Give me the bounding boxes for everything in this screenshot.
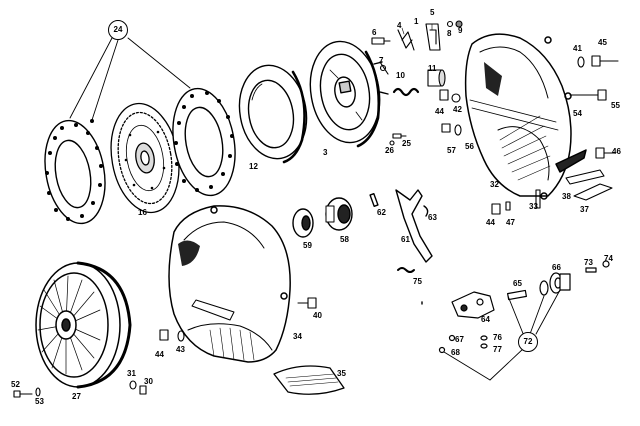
friction-ring-left bbox=[44, 119, 106, 225]
part-label-64: 64 bbox=[481, 315, 490, 324]
part-label-66: 66 bbox=[552, 263, 561, 272]
part-label-54: 54 bbox=[573, 109, 582, 118]
release-bearings bbox=[292, 197, 353, 238]
callout-72: 72 bbox=[518, 332, 538, 352]
small-parts-top bbox=[371, 20, 463, 146]
part-label-42: 42 bbox=[453, 105, 462, 114]
callout-72-text: 72 bbox=[523, 337, 533, 346]
flywheel bbox=[35, 261, 132, 389]
part-label-75: 75 bbox=[413, 277, 422, 286]
part-label-67: 67 bbox=[455, 335, 464, 344]
part-label-6: 6 bbox=[372, 28, 377, 37]
part-label-58: 58 bbox=[340, 235, 349, 244]
friction-ring-right bbox=[172, 87, 236, 197]
part-label-35: 35 bbox=[337, 369, 346, 378]
part-label-77: 77 bbox=[493, 345, 502, 354]
part-label-25: 25 bbox=[402, 139, 411, 148]
part-label-30: 30 bbox=[144, 377, 153, 386]
bellhousing-upper bbox=[464, 33, 587, 200]
part-label-3: 3 bbox=[323, 148, 328, 157]
callout-24-leaders bbox=[69, 37, 191, 121]
part-label-32: 32 bbox=[490, 180, 499, 189]
part-label-8: 8 bbox=[447, 29, 452, 38]
bolts-flywheel bbox=[13, 380, 147, 398]
part-label-27: 27 bbox=[72, 392, 81, 401]
part-label-53: 53 bbox=[35, 397, 44, 406]
part-label-61: 61 bbox=[401, 235, 410, 244]
bolts-right bbox=[439, 55, 619, 215]
release-fork bbox=[369, 189, 433, 305]
part-label-9: 9 bbox=[458, 26, 463, 35]
clutch-cover bbox=[309, 40, 389, 148]
part-label-7: 7 bbox=[379, 56, 384, 65]
part-label-73: 73 bbox=[584, 258, 593, 267]
callout-24: 24 bbox=[108, 20, 128, 40]
part-label-47: 47 bbox=[506, 218, 515, 227]
part-label-62: 62 bbox=[377, 208, 386, 217]
clutch-disc bbox=[110, 102, 180, 214]
slave-cylinder-group bbox=[438, 260, 610, 354]
part-label-33: 33 bbox=[529, 202, 538, 211]
part-label-16: 16 bbox=[138, 208, 147, 217]
part-label-59: 59 bbox=[303, 241, 312, 250]
part-label-37: 37 bbox=[580, 205, 589, 214]
part-label-55: 55 bbox=[611, 101, 620, 110]
part-label-4: 4 bbox=[397, 21, 402, 30]
part-label-44-middle: 44 bbox=[486, 218, 495, 227]
part-label-11: 11 bbox=[428, 64, 437, 73]
callout-72-leaders bbox=[443, 289, 561, 381]
part-label-63: 63 bbox=[428, 213, 437, 222]
part-label-38: 38 bbox=[562, 192, 571, 201]
part-label-5: 5 bbox=[430, 8, 435, 17]
part-label-10: 10 bbox=[396, 71, 405, 80]
part-label-74: 74 bbox=[604, 254, 613, 263]
part-label-52: 52 bbox=[11, 380, 20, 389]
part-label-40: 40 bbox=[313, 311, 322, 320]
part-label-26: 26 bbox=[385, 146, 394, 155]
part-label-31: 31 bbox=[127, 369, 136, 378]
part-label-44-lower: 44 bbox=[155, 350, 164, 359]
part-label-76: 76 bbox=[493, 333, 502, 342]
bolts-lower bbox=[159, 297, 317, 342]
part-label-12: 12 bbox=[249, 162, 258, 171]
part-label-46: 46 bbox=[612, 147, 621, 156]
part-label-44-upper: 44 bbox=[435, 107, 444, 116]
leader-dot bbox=[90, 119, 94, 123]
callout-24-text: 24 bbox=[113, 25, 123, 34]
part-label-68: 68 bbox=[451, 348, 460, 357]
part-leaders bbox=[401, 23, 433, 35]
part-label-41: 41 bbox=[573, 44, 582, 53]
part-label-57: 57 bbox=[447, 146, 456, 155]
part-label-56: 56 bbox=[465, 142, 474, 151]
part-label-45: 45 bbox=[598, 38, 607, 47]
part-label-43: 43 bbox=[176, 345, 185, 354]
part-label-65: 65 bbox=[513, 279, 522, 288]
bellhousing-lower bbox=[168, 205, 291, 363]
part-label-34: 34 bbox=[293, 332, 302, 341]
part-label-1: 1 bbox=[414, 17, 419, 26]
pressure-plate bbox=[238, 64, 308, 164]
cover-plate bbox=[273, 365, 345, 395]
